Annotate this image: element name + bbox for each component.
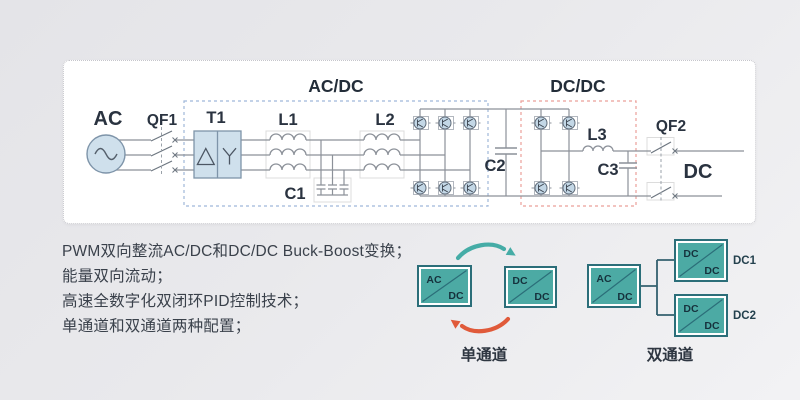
breaker-qf1: [150, 127, 178, 174]
box-bottom-label: DC: [448, 290, 464, 302]
sine-wave-icon: [94, 147, 118, 161]
feature-line: 单通道和双通道两种配置；: [62, 318, 251, 335]
box-top-label: AC: [596, 273, 612, 285]
dcdc-section-outline: [520, 100, 637, 207]
wye-winding-icon: [222, 147, 237, 165]
igbt-bridge-dcdc: [531, 116, 580, 195]
igbt-switch-icon: [531, 116, 552, 130]
feature-line: PWM双向整流AC/DC和DC/DC Buck-Boost变换；: [62, 243, 412, 260]
inductor-coils: [269, 133, 614, 171]
phase-lines: [106, 108, 744, 197]
box-bottom-label: DC: [704, 265, 720, 277]
igbt-switch-icon: [410, 181, 431, 195]
igbt-switch-icon: [435, 116, 456, 130]
single-channel-diagram: AC DC DC DC 单通道: [417, 242, 557, 364]
circuit-diagram: AC QF1 T1 L1 C1 L2 C2 L3 C3 QF2 DC AC/DC…: [86, 76, 744, 207]
igbt-switch-icon: [559, 116, 580, 130]
dual-channel-caption: 双通道: [647, 345, 694, 364]
box-top-label: DC: [683, 248, 699, 260]
converter-box-acdc-source: AC DC: [587, 264, 641, 308]
forward-flow-arrow-icon: [455, 242, 507, 261]
reverse-flow-arrow-icon: [459, 316, 511, 334]
label-t1: T1: [206, 109, 225, 127]
acdc-section-outline: [183, 100, 489, 207]
box-bottom-label: DC: [534, 291, 550, 303]
label-l3: L3: [587, 126, 606, 144]
breaker-qf2: [650, 137, 678, 203]
label-qf1: QF1: [147, 112, 178, 129]
label-dc-out: DC: [684, 161, 713, 183]
feature-line: 能量双向流动；: [62, 268, 172, 285]
dual-channel-diagram: AC DC DC DC DC1 DC DC DC2 双通道: [587, 239, 757, 364]
igbt-switch-icon: [410, 116, 431, 130]
box-top-label: AC: [426, 274, 442, 286]
converter-box-dcdc: DC DC: [504, 266, 557, 308]
single-channel-caption: 单通道: [461, 345, 508, 364]
converter-box-dcdc-out1: DC DC: [674, 239, 728, 282]
ac-source: [86, 134, 126, 174]
transformer-t1: [193, 130, 242, 179]
label-l2: L2: [375, 111, 394, 129]
dc1-tag: DC1: [733, 255, 757, 267]
igbt-switch-icon: [531, 181, 552, 195]
igbt-switch-icon: [435, 181, 456, 195]
box-bottom-label: DC: [704, 320, 720, 332]
section-title-acdc: AC/DC: [308, 76, 364, 96]
label-qf2: QF2: [656, 118, 686, 135]
label-ac-source: AC: [94, 108, 123, 130]
feature-list: PWM双向整流AC/DC和DC/DC Buck-Boost变换； 能量双向流动；…: [62, 239, 432, 339]
box-bottom-label: DC: [617, 291, 633, 303]
section-title-dcdc: DC/DC: [550, 76, 606, 96]
box-top-label: DC: [683, 303, 699, 315]
circuit-card: AC QF1 T1 L1 C1 L2 C2 L3 C3 QF2 DC AC/DC…: [63, 60, 756, 224]
igbt-switch-icon: [460, 116, 481, 130]
converter-box-dcdc-out2: DC DC: [674, 294, 728, 337]
dc2-tag: DC2: [733, 310, 756, 322]
box-top-label: DC: [512, 275, 528, 287]
dual-channel-connectors: [640, 259, 675, 316]
label-l1: L1: [278, 111, 297, 129]
converter-box-acdc: AC DC: [417, 265, 472, 307]
delta-winding-icon: [196, 147, 216, 166]
feature-line: 高速全数字化双闭环PID控制技术；: [62, 293, 309, 310]
label-c1: C1: [284, 185, 305, 203]
forward-flow-arrowhead-icon: [505, 247, 516, 256]
igbt-switch-icon: [559, 181, 580, 195]
igbt-switch-icon: [460, 181, 481, 195]
label-c2: C2: [484, 157, 505, 175]
label-c3: C3: [597, 161, 618, 179]
channel-config-diagrams: AC DC DC DC 单通道 AC DC: [417, 239, 757, 364]
reverse-flow-arrowhead-icon: [450, 319, 461, 329]
